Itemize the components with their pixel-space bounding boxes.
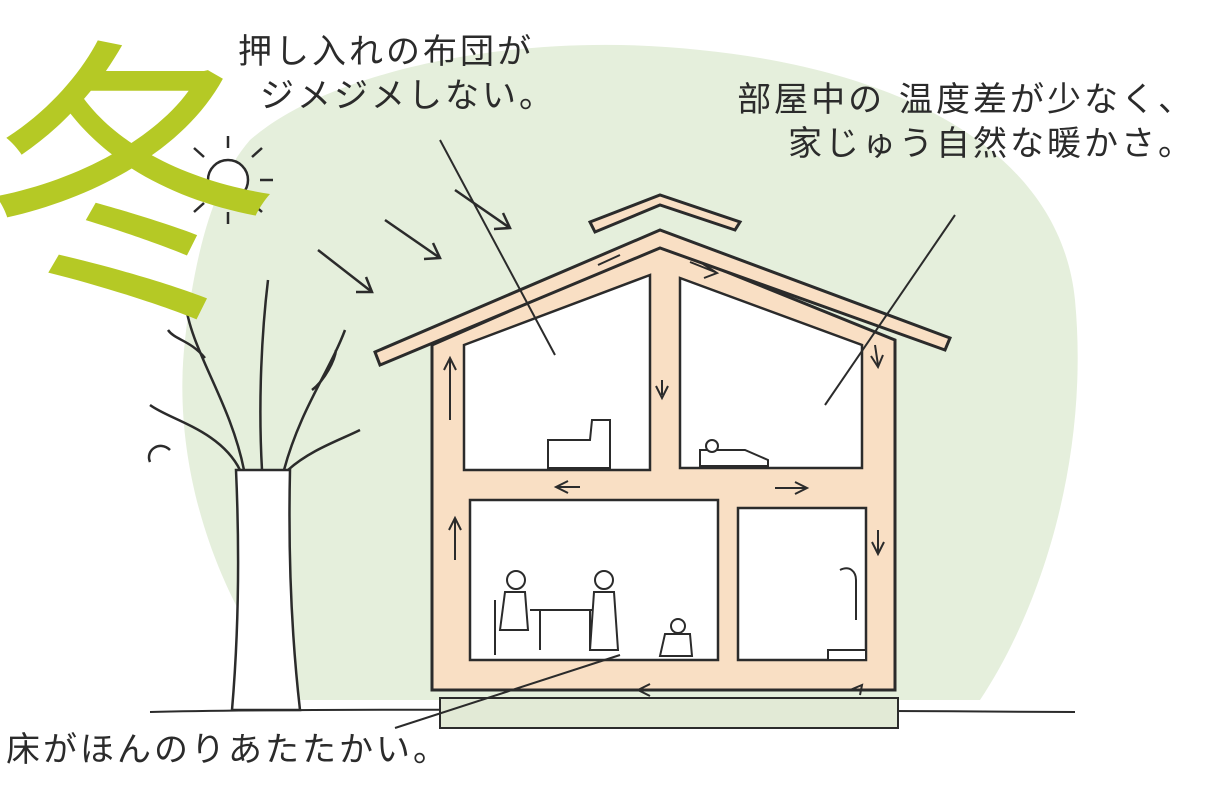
room-upper-right — [678, 276, 864, 470]
futon-callout-line1: 押し入れの布団が — [238, 32, 534, 72]
shower-icon — [827, 567, 867, 661]
cat-icon — [699, 439, 769, 467]
leader-lines — [394, 139, 956, 729]
temperature-callout-line2: 家じゅう自然な暖かさ。 — [788, 124, 1195, 165]
sunlight-arrows — [317, 188, 512, 294]
tree-icon — [147, 279, 361, 712]
foundation — [439, 697, 899, 729]
airflow-arrows — [443, 254, 885, 697]
futon-callout-line2: ジメジメしない。 — [260, 76, 556, 117]
temperature-callout: 部屋中の 温度差が少なく、 家じゅう自然な暖かさ。 — [737, 78, 1195, 166]
season-title: 冬 — [0, 15, 282, 364]
sun-icon — [183, 136, 273, 224]
temperature-callout-line1: 部屋中の 温度差が少なく、 — [737, 80, 1195, 120]
room-lower-right — [736, 506, 868, 662]
sofa-icon — [547, 419, 611, 469]
roof — [373, 228, 952, 367]
floor-callout: 床がほんのりあたたかい。 — [6, 730, 450, 770]
family-icon — [494, 570, 694, 657]
futon-callout: 押し入れの布団が ジメジメしない。 — [238, 30, 556, 118]
